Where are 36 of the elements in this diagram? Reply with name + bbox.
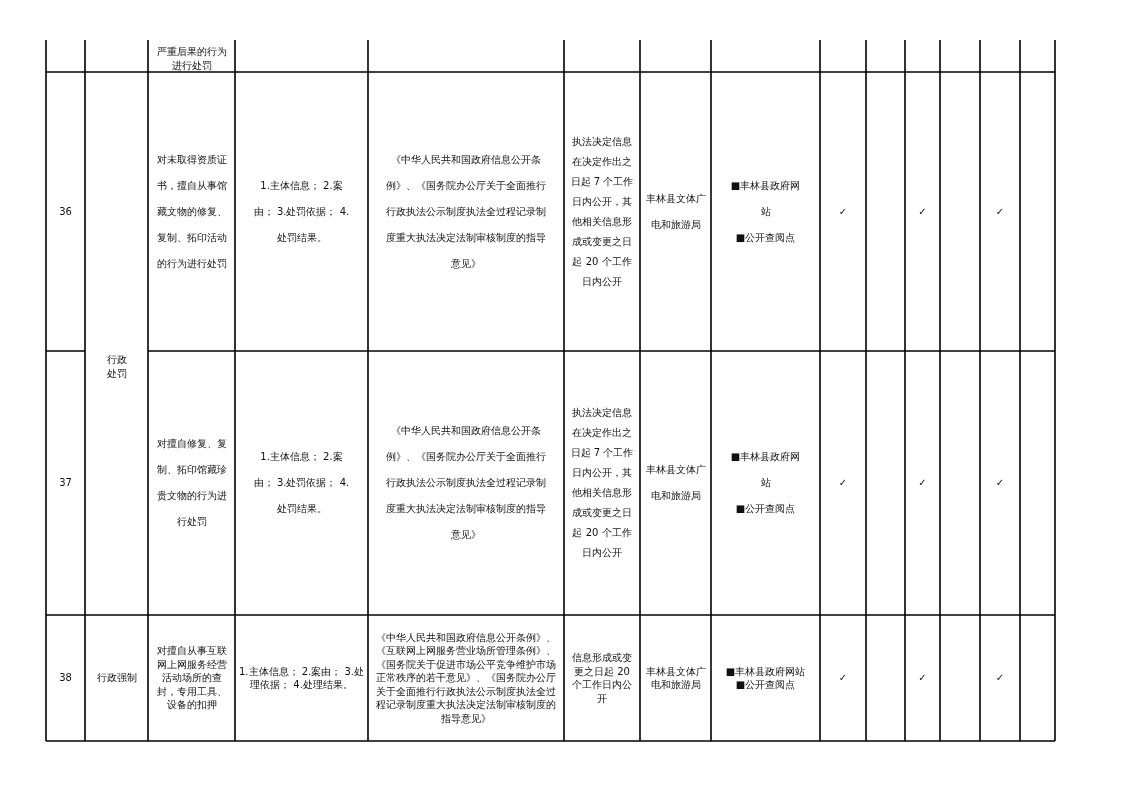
check-mark: ✓ bbox=[995, 671, 1005, 685]
disclosure-deadline: 执法决定信息在决定作出之日起 7 个工作日内公开，其他相关信息形成或变更之日起 20 个工作日内公开 bbox=[569, 406, 635, 560]
disclosure-channel: ■丰林县政府网站 bbox=[730, 178, 801, 219]
legal-basis: 《中华人民共和国政府信息公开条例》、《国务院办公厅关于全面推行行政执法公示制度执法全过程记录制度重大执法决定法制审核制度的指导意见》 bbox=[386, 152, 546, 271]
check-mark: ✓ bbox=[838, 204, 848, 219]
responsible-agency: 丰林县文体广电和旅游局 bbox=[644, 463, 707, 503]
legal-basis: 《中华人民共和国政府信息公开条例》、《互联网上网服务营业场所管理条例》、《国务院关于促进市场公平竞争维护市场正常秩序的若干意见》、《国务院办公厅关于全面推行行政执法公示制度执法全过程记录制度重大执法决定法制审核制度的指导意见》 bbox=[375, 630, 557, 726]
category-label: 行政强制 bbox=[96, 671, 137, 685]
disclosure-channel: ■公开查阅点 bbox=[735, 230, 796, 245]
disclosure-deadline: 执法决定信息在决定作出之日起 7 个工作日内公开，其他相关信息形成或变更之日起 20 个工作日内公开 bbox=[569, 134, 635, 289]
check-mark: ✓ bbox=[838, 476, 848, 490]
item-description: 对未取得资质证书，擅自从事馆藏文物的修复、复制、拓印活动的行为进行处罚 bbox=[156, 152, 227, 271]
row-number: 38 bbox=[59, 671, 72, 685]
disclosure-content: 1.主体信息； 2.案由； 3.处罚依据； 4.处罚结果。 bbox=[252, 450, 351, 516]
disclosure-content: 1.主体信息； 2.案由； 3.处理依据； 4.处理结果。 bbox=[239, 664, 364, 692]
responsible-agency: 丰林县文体广电和旅游局 bbox=[644, 191, 707, 232]
disclosure-deadline: 信息形成或变更之日起 20 个工作日内公开 bbox=[571, 651, 633, 705]
disclosure-channel: ■公开查阅点 bbox=[735, 502, 796, 516]
row-number: 36 bbox=[59, 204, 72, 219]
disclosure-channel: ■公开查阅点 bbox=[735, 678, 796, 692]
check-mark: ✓ bbox=[995, 476, 1005, 490]
disclosure-channel: ■丰林县政府网站 bbox=[725, 664, 806, 678]
responsible-agency: 丰林县文体广电和旅游局 bbox=[644, 664, 707, 692]
disclosure-channel: ■丰林县政府网站 bbox=[730, 450, 801, 490]
check-mark: ✓ bbox=[918, 671, 927, 685]
disclosure-content: 1.主体信息； 2.案由； 3.处罚依据； 4.处罚结果。 bbox=[252, 178, 351, 245]
check-mark: ✓ bbox=[995, 204, 1005, 219]
item-description: 严重后果的行为进行处罚 bbox=[156, 45, 227, 72]
item-description: 对擅自修复、复制、拓印馆藏珍贵文物的行为进行处罚 bbox=[156, 437, 227, 529]
category-label: 行政处罚 bbox=[105, 353, 128, 381]
item-description: 对擅自从事互联网上网服务经营活动场所的查封，专用工具、设备的扣押 bbox=[156, 644, 227, 712]
row-number: 37 bbox=[59, 476, 72, 490]
check-mark: ✓ bbox=[918, 204, 927, 219]
check-mark: ✓ bbox=[838, 671, 848, 685]
legal-basis: 《中华人民共和国政府信息公开条例》、《国务院办公厅关于全面推行行政执法公示制度执法全过程记录制度重大执法决定法制审核制度的指导意见》 bbox=[386, 424, 546, 542]
check-mark: ✓ bbox=[918, 476, 927, 490]
